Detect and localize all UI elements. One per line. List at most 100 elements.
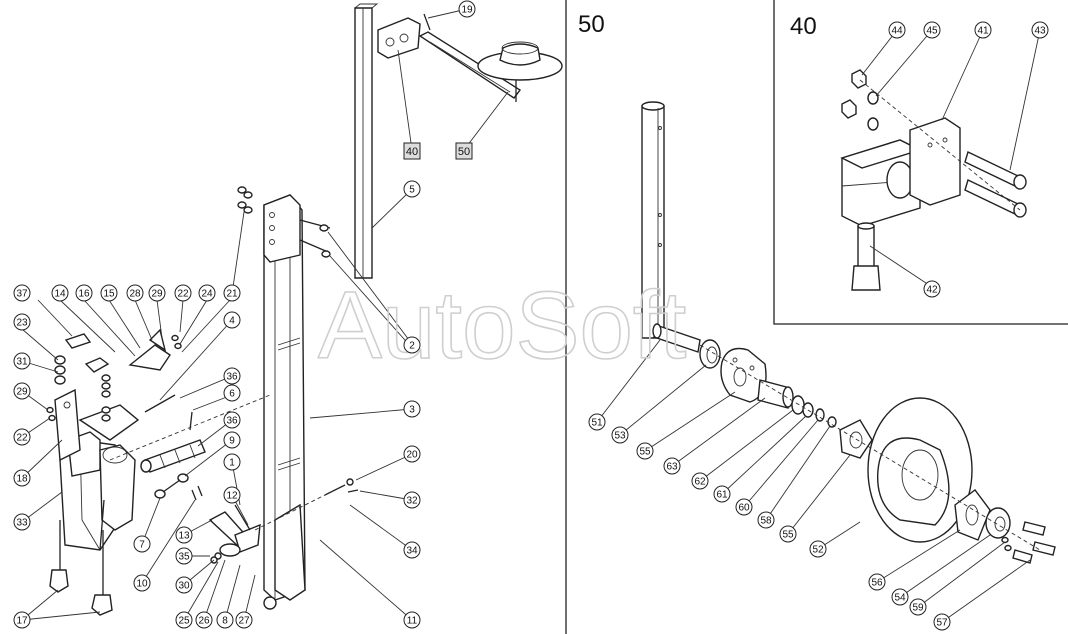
svg-text:34: 34 [406, 546, 418, 557]
svg-text:50: 50 [458, 146, 470, 158]
panel-dividers [565, 0, 1068, 634]
boxed-callout-40: 40 [403, 142, 421, 160]
svg-text:36: 36 [226, 416, 238, 427]
callout-62: 62 [691, 472, 709, 490]
svg-text:45: 45 [926, 26, 938, 37]
svg-text:13: 13 [178, 531, 190, 542]
callout-55: 55 [779, 525, 797, 543]
section-title-40: 40 [790, 13, 817, 40]
callout-4: 4 [223, 311, 241, 329]
svg-text:19: 19 [461, 5, 473, 16]
boxed-callouts: 40 50 [403, 142, 473, 160]
callout-10: 10 [133, 574, 151, 592]
callout-56: 56 [868, 573, 886, 591]
callout-43: 43 [1031, 21, 1049, 39]
callout-24: 24 [198, 284, 216, 302]
callout-44: 44 [888, 21, 906, 39]
svg-text:27: 27 [238, 616, 250, 627]
boxed-callout-50: 50 [455, 142, 473, 160]
callout-30: 30 [175, 576, 193, 594]
svg-text:32: 32 [406, 496, 418, 507]
callout-32: 32 [403, 491, 421, 509]
callout-36: 36 [223, 367, 241, 385]
svg-text:29: 29 [151, 289, 163, 300]
svg-text:12: 12 [226, 491, 238, 502]
svg-text:1: 1 [229, 458, 235, 469]
svg-text:18: 18 [16, 474, 28, 485]
callout-41: 41 [974, 21, 992, 39]
callout-12: 12 [223, 486, 241, 504]
section-40-callouts: 44 45 41 43 42 [888, 21, 1049, 298]
callout-22: 22 [13, 428, 31, 446]
callout-20: 20 [403, 445, 421, 463]
callout-61: 61 [713, 485, 731, 503]
svg-text:37: 37 [16, 289, 28, 300]
callout-42: 42 [923, 280, 941, 298]
callout-57: 57 [933, 613, 951, 631]
svg-text:3: 3 [409, 405, 415, 416]
section-40-leader-lines [861, 29, 1041, 288]
svg-text:58: 58 [760, 516, 772, 527]
svg-text:40: 40 [406, 146, 418, 158]
callout-3: 3 [403, 400, 421, 418]
callout-11: 11 [403, 611, 421, 629]
callout-29: 29 [148, 284, 166, 302]
svg-text:22: 22 [177, 289, 189, 300]
callout-36: 36 [223, 411, 241, 429]
svg-text:10: 10 [136, 579, 148, 590]
svg-text:16: 16 [78, 289, 90, 300]
main-assembly-drawing [46, 3, 563, 616]
callout-19: 19 [458, 0, 476, 18]
svg-text:42: 42 [926, 285, 938, 296]
svg-text:52: 52 [812, 545, 824, 556]
svg-text:11: 11 [407, 616, 418, 627]
svg-text:22: 22 [16, 433, 28, 444]
svg-text:2: 2 [409, 341, 415, 352]
callout-45: 45 [923, 21, 941, 39]
svg-text:4: 4 [229, 316, 235, 327]
svg-text:53: 53 [614, 431, 626, 442]
callout-37: 37 [13, 284, 31, 302]
callout-28: 28 [126, 284, 144, 302]
callout-25: 25 [175, 611, 193, 629]
svg-text:20: 20 [406, 450, 418, 461]
callout-16: 16 [75, 284, 93, 302]
svg-text:44: 44 [891, 26, 903, 37]
callout-58: 58 [757, 511, 775, 529]
svg-text:5: 5 [409, 185, 415, 196]
svg-text:57: 57 [936, 618, 948, 629]
callout-27: 27 [235, 611, 253, 629]
svg-text:26: 26 [198, 616, 210, 627]
section-40-drawing [840, 69, 1027, 291]
svg-text:6: 6 [229, 389, 235, 400]
callout-5: 5 [403, 180, 421, 198]
svg-text:7: 7 [139, 540, 145, 551]
svg-text:63: 63 [666, 462, 678, 473]
callout-8: 8 [216, 611, 234, 629]
callout-17: 17 [13, 611, 31, 629]
callout-7: 7 [133, 535, 151, 553]
callout-22: 22 [174, 284, 192, 302]
svg-text:55: 55 [782, 530, 794, 541]
callout-55: 55 [636, 442, 654, 460]
svg-text:9: 9 [229, 436, 235, 447]
callout-51: 51 [588, 413, 606, 431]
svg-text:62: 62 [694, 477, 706, 488]
callout-6: 6 [223, 384, 241, 402]
svg-text:35: 35 [178, 552, 190, 563]
watermark-text: AutoSoft [318, 272, 686, 379]
callout-52: 52 [809, 540, 827, 558]
svg-text:24: 24 [201, 289, 213, 300]
callout-29: 29 [13, 382, 31, 400]
svg-text:55: 55 [639, 447, 651, 458]
callout-14: 14 [51, 284, 69, 302]
callout-15: 15 [100, 284, 118, 302]
svg-text:33: 33 [16, 518, 28, 529]
callout-63: 63 [663, 457, 681, 475]
section-title-50: 50 [578, 11, 605, 38]
svg-text:51: 51 [591, 418, 603, 429]
callout-31: 31 [13, 352, 31, 370]
svg-text:30: 30 [178, 581, 190, 592]
